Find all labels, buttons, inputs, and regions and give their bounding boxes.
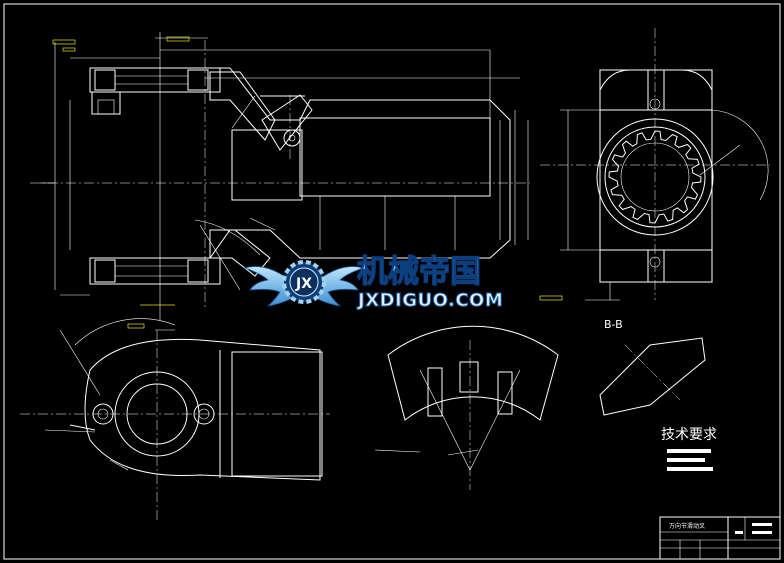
section-b-b: B-B	[599, 318, 706, 416]
detail-section	[374, 325, 559, 490]
spline-teeth	[608, 130, 702, 224]
watermark-brand-cn: 机械帝国	[357, 254, 481, 290]
tech-requirements-title: 技术要求	[661, 427, 717, 443]
main-view	[30, 32, 563, 320]
view-label-b-b: B-B	[604, 318, 623, 331]
logo-letters: JX	[295, 276, 312, 292]
tech-requirements: 技术要求	[661, 427, 717, 471]
logo-left-wing	[243, 266, 301, 307]
part-name: 万向节滑动叉	[669, 522, 705, 530]
logo-right-wing	[307, 266, 365, 307]
sheet-border	[3, 3, 781, 560]
title-block: 万向节滑动叉	[659, 516, 781, 560]
spline-profile	[608, 130, 702, 224]
side-view	[540, 28, 770, 301]
top-view	[20, 318, 330, 520]
watermark-logo: JX 机械帝国 JXDIGUO.COM	[243, 253, 503, 312]
watermark-brand-url: JXDIGUO.COM	[356, 290, 503, 311]
